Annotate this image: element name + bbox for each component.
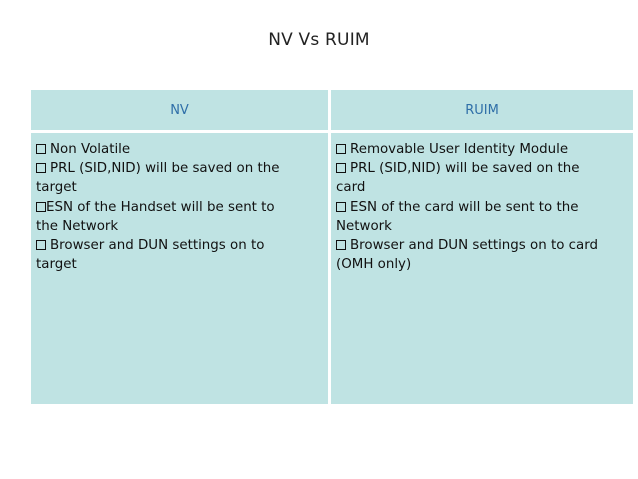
nv-line: ESN of the Handset will be sent to [36, 198, 324, 217]
ruim-line: ESN of the card will be sent to the [336, 198, 629, 217]
slide-title: NV Vs RUIM [268, 30, 370, 50]
ruim-line: PRL (SID,NID) will be saved on the [336, 159, 629, 178]
checkbox-square-icon [336, 240, 348, 253]
nv-line: the Network [36, 218, 119, 234]
checkbox-square-icon [36, 163, 48, 176]
nv-cell: Non Volatile PRL (SID,NID) will be saved… [31, 133, 328, 404]
nv-line: Non Volatile [36, 140, 324, 159]
checkbox-square-icon [336, 201, 348, 214]
checkbox-square-icon [36, 201, 48, 214]
checkbox-square-icon [36, 240, 48, 253]
header-ruim: RUIM [331, 90, 633, 130]
nv-line: Browser and DUN settings on to [36, 236, 324, 255]
checkbox-square-icon [336, 144, 348, 156]
ruim-line: Removable User Identity Module [336, 140, 629, 159]
ruim-cell: Removable User Identity Module PRL (SID,… [331, 133, 633, 404]
ruim-line: Network [336, 218, 392, 234]
ruim-line: Browser and DUN settings on to card [336, 236, 629, 255]
ruim-line: (OMH only) [336, 257, 412, 273]
checkbox-square-icon [36, 144, 48, 156]
ruim-line: card [336, 180, 366, 196]
checkbox-square-icon [336, 163, 348, 176]
header-nv: NV [31, 90, 328, 130]
nv-line: target [36, 180, 77, 196]
nv-line: PRL (SID,NID) will be saved on the [36, 159, 324, 178]
nv-line: target [36, 257, 77, 273]
comparison-table: NV RUIM Non Volatile PRL (SID,NID) will … [31, 90, 633, 404]
